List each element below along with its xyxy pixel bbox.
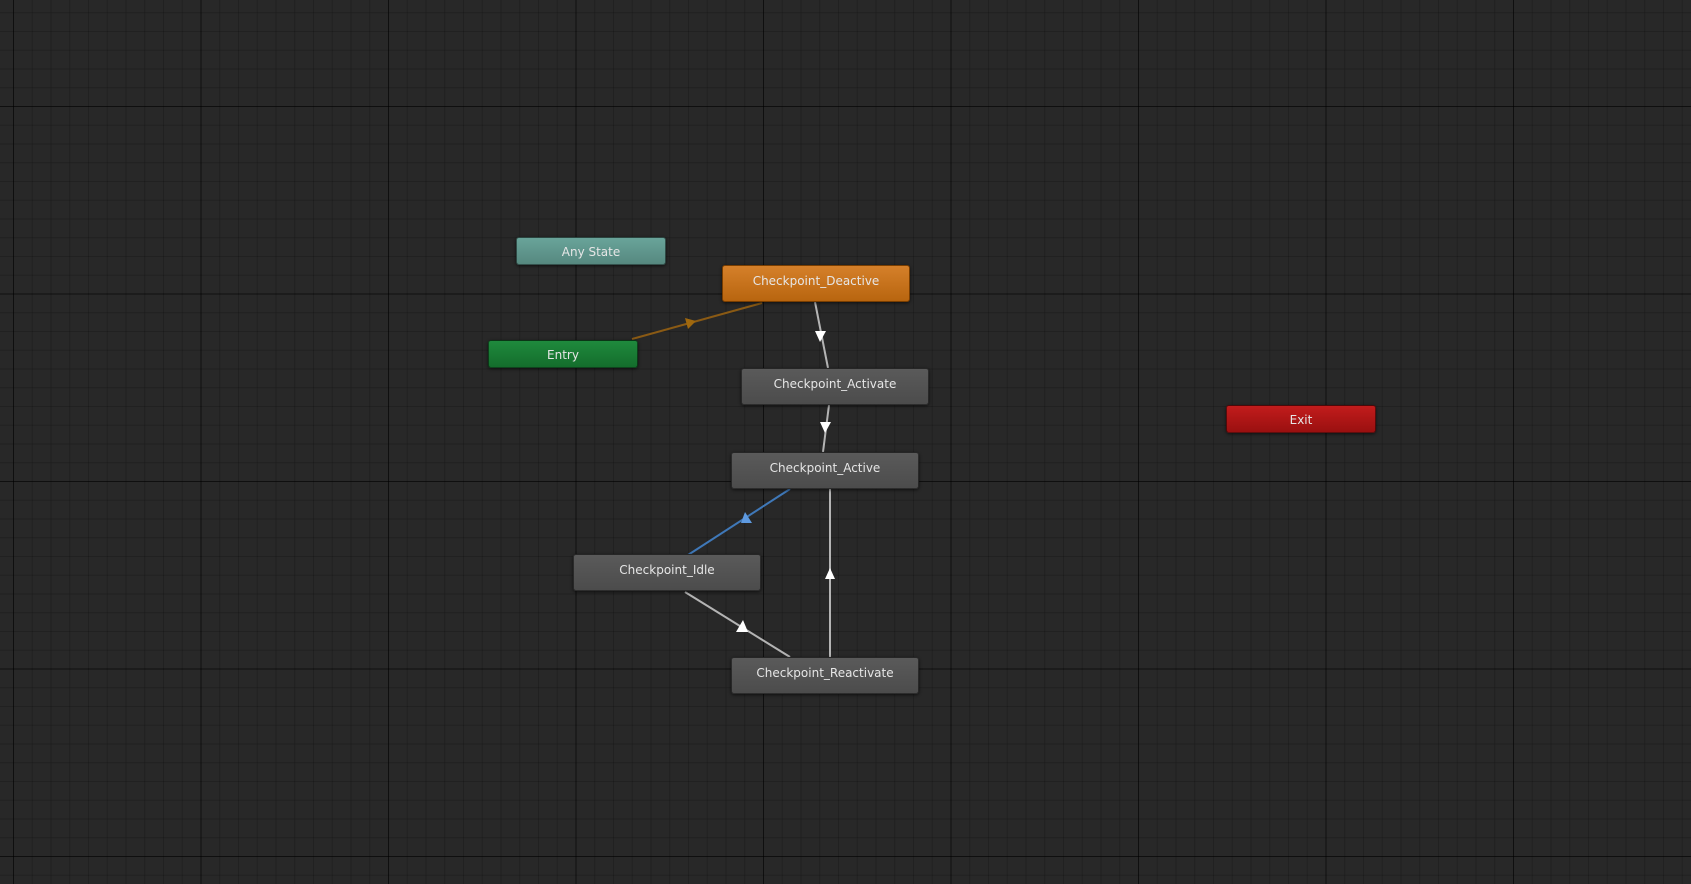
transition-arrow-icon — [815, 331, 826, 342]
transition-idle-to-reactivate[interactable] — [684, 591, 791, 658]
state-node-checkpoint-activate[interactable]: Checkpoint_Activate — [741, 368, 929, 405]
transition-activate-to-active[interactable] — [820, 404, 831, 453]
node-label: Exit — [1289, 413, 1313, 427]
state-node-checkpoint-deactive[interactable]: Checkpoint_Deactive — [722, 265, 910, 302]
transition-arrow-icon — [741, 512, 752, 523]
node-label: Checkpoint_Idle — [619, 563, 715, 577]
state-node-checkpoint-idle[interactable]: Checkpoint_Idle — [573, 554, 761, 591]
transition-arrow-icon — [820, 422, 831, 433]
node-label: Entry — [547, 348, 579, 362]
state-node-checkpoint-active[interactable]: Checkpoint_Active — [731, 452, 919, 489]
exit-node[interactable]: Exit — [1226, 405, 1376, 433]
transition-reactivate-to-active[interactable] — [825, 489, 835, 657]
transition-arrow-icon — [825, 568, 835, 579]
state-node-checkpoint-reactivate[interactable]: Checkpoint_Reactivate — [731, 657, 919, 694]
node-label: Checkpoint_Activate — [773, 377, 897, 391]
node-label: Checkpoint_Deactive — [752, 274, 880, 288]
transition-entry-to-deactive[interactable] — [631, 302, 763, 340]
node-label: Checkpoint_Reactivate — [756, 666, 894, 680]
transition-arrow-icon — [736, 620, 748, 632]
transition-idle-to-active[interactable] — [687, 488, 791, 556]
node-label: Checkpoint_Active — [769, 461, 881, 475]
node-label: Any State — [561, 245, 621, 259]
any-state-node[interactable]: Any State — [516, 237, 666, 265]
entry-node[interactable]: Entry — [488, 340, 638, 368]
transition-arrow-icon — [685, 318, 696, 329]
transition-deactive-to-activate[interactable] — [814, 301, 829, 369]
